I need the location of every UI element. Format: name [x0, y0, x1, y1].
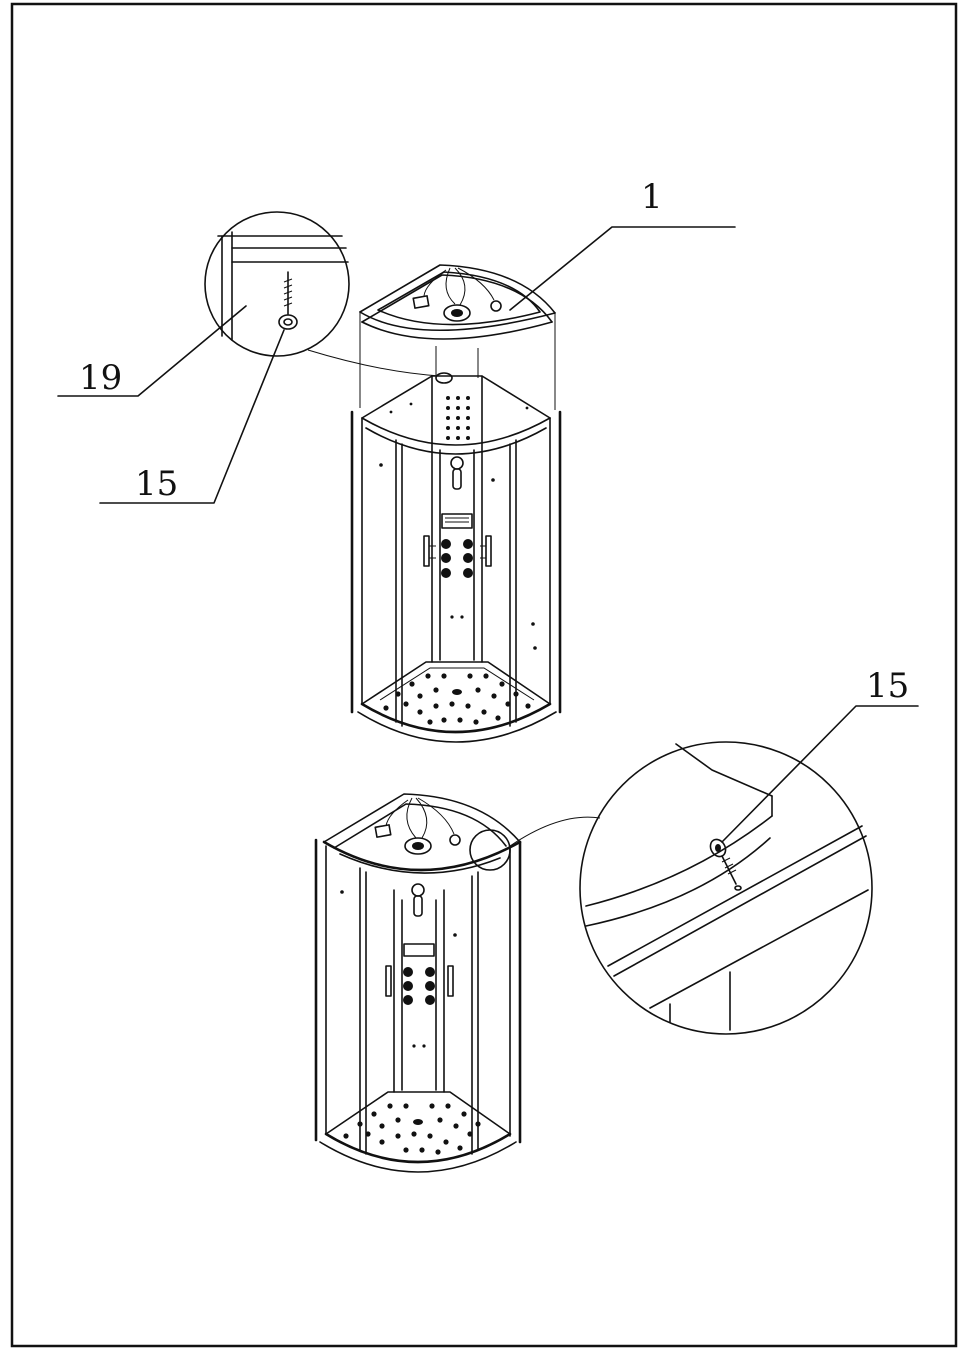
callout-1: 1: [641, 177, 663, 217]
light-icon: [490, 300, 502, 312]
callout-15-right: 15: [866, 666, 909, 706]
wall-screw-detail: [204, 211, 453, 384]
shower-head-icon: [443, 304, 471, 322]
screw-icon: [709, 838, 742, 891]
speaker-icon: [412, 295, 430, 309]
leader-15-right: [721, 705, 919, 843]
bottom-assembly: 15: [314, 666, 919, 1173]
leader-19: [57, 305, 247, 397]
leader-15-top: [99, 329, 285, 504]
roof-unit-top: [359, 264, 556, 410]
callout-19: 19: [79, 358, 122, 398]
cabin-top: [350, 375, 562, 743]
drain-icon: [452, 689, 462, 695]
roof-screw-detail: [579, 741, 873, 1035]
screw-icon: [278, 271, 298, 330]
massage-jet-icon: [446, 396, 470, 440]
leader-1: [509, 226, 736, 311]
sheet-border: [10, 2, 958, 1348]
top-assembly: 1 19 15: [57, 177, 736, 743]
callout-15-left: 15: [135, 464, 178, 504]
